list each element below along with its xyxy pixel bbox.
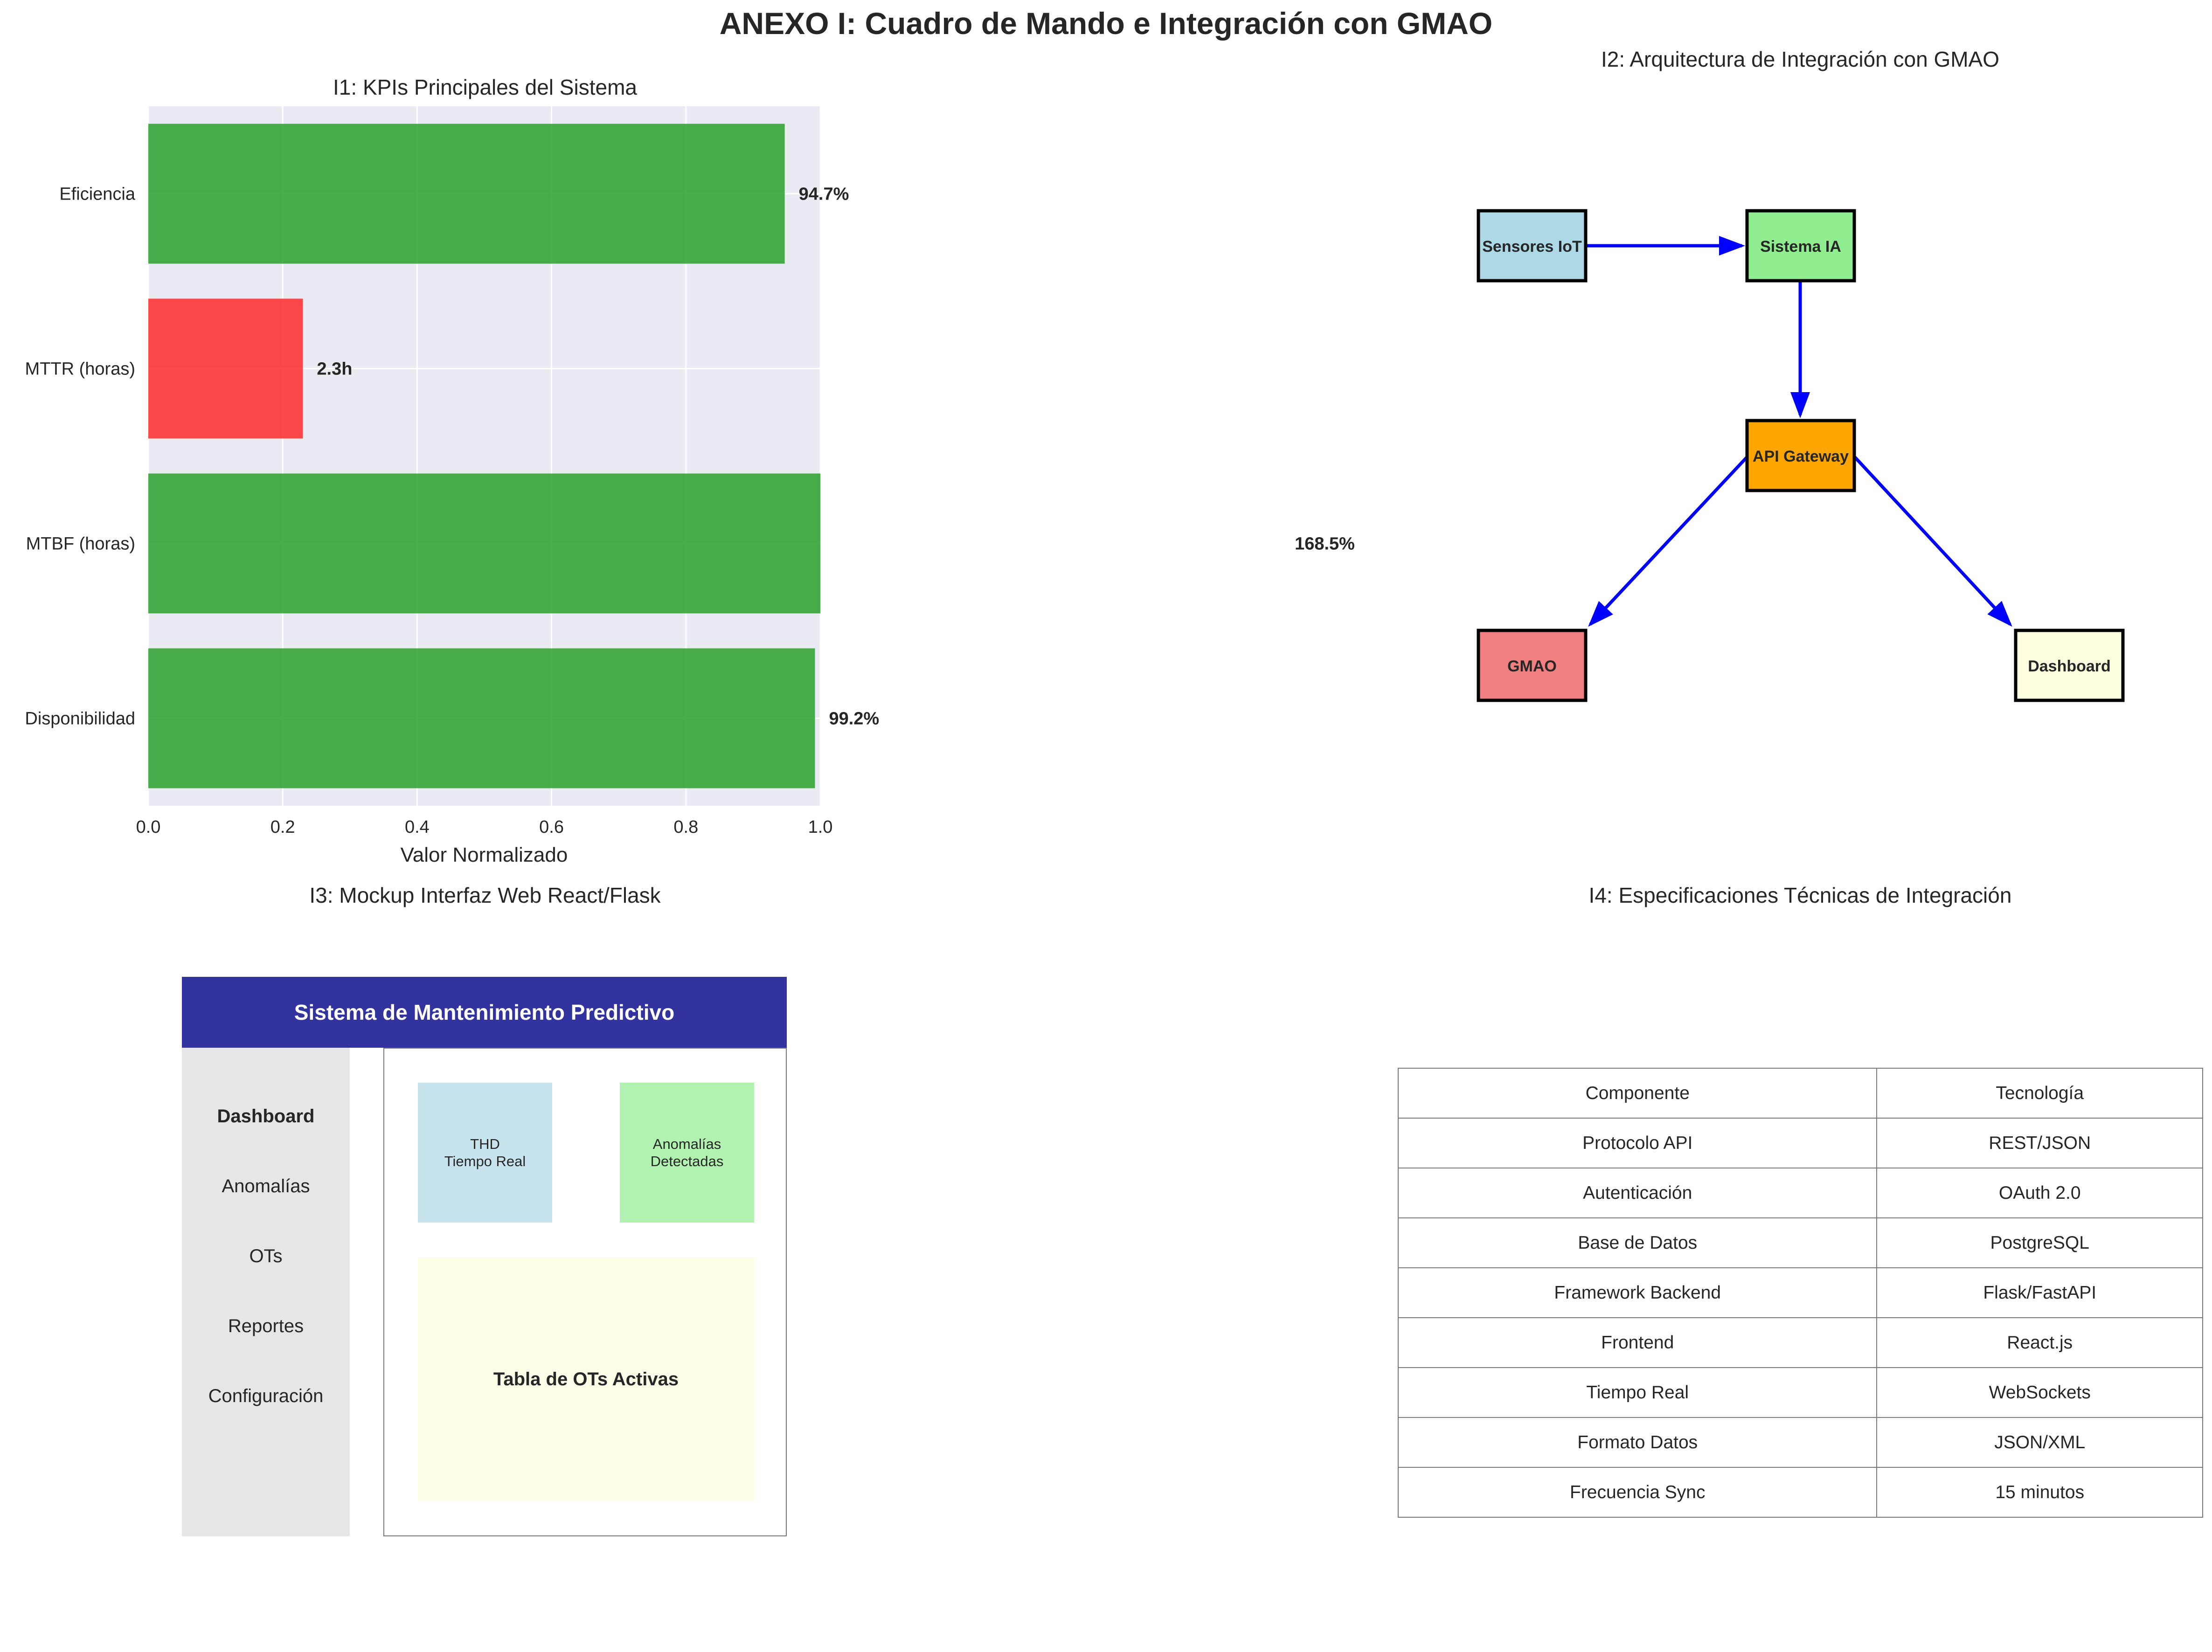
node-sensores: Sensores IoT: [1477, 209, 1588, 283]
table-row: Frecuencia Sync 15 minutos: [1397, 1467, 2203, 1518]
node-label: Sensores IoT: [1482, 238, 1582, 256]
table-cell: Formato Datos: [1397, 1417, 1878, 1468]
value-label: 2.3h: [317, 359, 352, 379]
bar-mttr-horas-: [148, 298, 303, 439]
mockup-header-title: Sistema de Mantenimiento Predictivo: [294, 1000, 675, 1024]
x-tick-label: 0.8: [673, 817, 698, 837]
y-tick-label: MTTR (horas): [25, 359, 135, 379]
x-tick-labels: 0.0 0.2 0.4 0.6 0.8 1.0: [136, 817, 833, 837]
x-axis-label: Valor Normalizado: [401, 843, 568, 866]
x-tick-label: 1.0: [808, 817, 833, 837]
sidebar-item-anomalias[interactable]: Anomalías: [222, 1176, 310, 1196]
card-anom-line1: Anomalías: [652, 1135, 721, 1152]
y-tick-labels: Disponibilidad MTBF (horas) MTTR (horas) Ef…: [25, 185, 135, 729]
table-row: Frontend React.js: [1397, 1317, 2203, 1368]
kpi-bar-chart: Disponibilidad MTBF (horas) MTTR (horas) Ef…: [25, 106, 1355, 866]
table-header-row: Componente Tecnología: [1397, 1068, 2203, 1119]
table-cell: Frontend: [1397, 1317, 1878, 1368]
panel-title-i2: I2: Arquitectura de Integración con GMAO: [1601, 47, 2000, 71]
node-sistema-ia: Sistema IA: [1745, 209, 1856, 283]
table-row: Tiempo Real WebSockets: [1397, 1367, 2203, 1418]
table-cell: Flask/FastAPI: [1876, 1267, 2203, 1318]
node-box: [1477, 629, 1588, 702]
table-cell: 15 minutos: [1876, 1467, 2203, 1518]
table-row: Protocolo API REST/JSON: [1397, 1118, 2203, 1168]
node-box: [1477, 209, 1588, 283]
node-gmao: GMAO: [1477, 629, 1588, 702]
table-active-ots-panel[interactable]: Tabla de OTs Activas: [418, 1258, 754, 1501]
arrow-api-to-gmao: [1588, 455, 1749, 627]
sidebar-item-reportes[interactable]: Reportes: [228, 1316, 304, 1336]
y-tick-label: Eficiencia: [59, 185, 135, 204]
table-cell: Tiempo Real: [1397, 1367, 1878, 1418]
sidebar-item-ots[interactable]: OTs: [249, 1246, 283, 1266]
panel-title-i3: I3: Mockup Interfaz Web React/Flask: [309, 883, 661, 907]
bar-eficiencia: [148, 124, 785, 264]
arrow-api-to-dashboard: [1852, 455, 2012, 627]
table-cell: Base de Datos: [1397, 1217, 1878, 1268]
mockup-sidebar: [182, 1048, 350, 1536]
table-cell: REST/JSON: [1876, 1118, 2203, 1168]
card-anomalias-detectadas[interactable]: Anomalías Detectadas: [620, 1083, 754, 1223]
node-box: [2014, 629, 2125, 702]
card-thd-line1: THD: [470, 1135, 500, 1152]
bars-group: [148, 124, 820, 788]
table-header-cell: Componente: [1397, 1068, 1878, 1119]
specs-table: Componente Tecnología Protocolo API REST…: [1397, 1068, 2203, 1518]
x-tick-label: 0.2: [270, 817, 295, 837]
value-labels: 99.2% 168.5% 2.3h 94.7%: [317, 185, 1355, 729]
table-active-ots-label: Tabla de OTs Activas: [493, 1369, 679, 1389]
sidebar-item-configuracion[interactable]: Configuración: [208, 1386, 324, 1406]
table-cell: React.js: [1876, 1317, 2203, 1368]
value-label: 94.7%: [799, 185, 849, 204]
node-box: [1745, 419, 1856, 492]
table-cell: Autenticación: [1397, 1168, 1878, 1218]
table-cell: Frecuencia Sync: [1397, 1467, 1878, 1518]
table-cell: WebSockets: [1876, 1367, 2203, 1418]
mockup-header: Sistema de Mantenimiento Predictivo: [182, 977, 787, 1048]
node-api-gateway: API Gateway: [1745, 419, 1856, 492]
node-label: Dashboard: [2028, 657, 2111, 675]
table-cell: JSON/XML: [1876, 1417, 2203, 1468]
bar-disponibilidad: [148, 648, 815, 788]
table-row: Autenticación OAuth 2.0: [1397, 1168, 2203, 1218]
table-row: Framework Backend Flask/FastAPI: [1397, 1267, 2203, 1318]
table-cell: Protocolo API: [1397, 1118, 1878, 1168]
page-title: ANEXO I: Cuadro de Mando e Integración c…: [719, 6, 1493, 41]
arrows: [1587, 236, 2012, 627]
architecture-diagram: Sensores IoT Sistema IA API Gateway GMAO…: [1477, 209, 2125, 702]
bar-mtbf-horas-: [148, 473, 820, 614]
table-row: Base de Datos PostgreSQL: [1397, 1217, 2203, 1268]
table-cell: OAuth 2.0: [1876, 1168, 2203, 1218]
card-thd-line2: Tiempo Real: [444, 1153, 526, 1169]
panel-title-i4: I4: Especificaciones Técnicas de Integra…: [1588, 883, 2012, 907]
node-label: GMAO: [1507, 657, 1557, 675]
table-header-cell: Tecnología: [1876, 1068, 2203, 1119]
y-tick-label: Disponibilidad: [25, 709, 135, 729]
x-tick-label: 0.6: [539, 817, 564, 837]
card-anom-line2: Detectadas: [650, 1153, 724, 1169]
table-row: Formato Datos JSON/XML: [1397, 1417, 2203, 1468]
sidebar-item-dashboard[interactable]: Dashboard: [217, 1106, 315, 1127]
value-label: 99.2%: [829, 709, 879, 729]
card-thd-realtime[interactable]: THD Tiempo Real: [418, 1083, 552, 1223]
table-cell: PostgreSQL: [1876, 1217, 2203, 1268]
node-label: Sistema IA: [1760, 238, 1841, 256]
x-tick-label: 0.0: [136, 817, 161, 837]
x-tick-label: 0.4: [405, 817, 430, 837]
node-dashboard: Dashboard: [2014, 629, 2125, 702]
panel-title-i1: I1: KPIs Principales del Sistema: [333, 75, 637, 99]
node-box: [1745, 209, 1856, 283]
y-tick-label: MTBF (horas): [26, 534, 135, 554]
table-cell: Framework Backend: [1397, 1267, 1878, 1318]
value-label: 168.5%: [1295, 534, 1355, 554]
node-label: API Gateway: [1753, 448, 1849, 465]
